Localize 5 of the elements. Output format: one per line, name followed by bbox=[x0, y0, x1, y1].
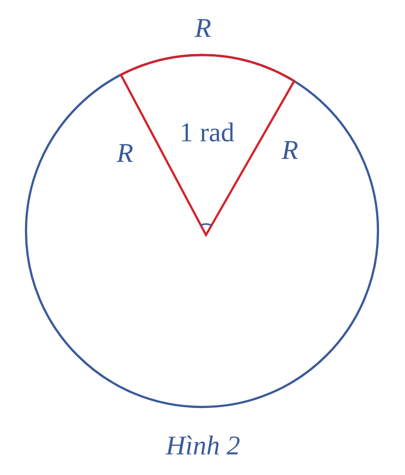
radius-label: R bbox=[194, 19, 211, 37]
radius-label: R bbox=[282, 141, 298, 159]
radius-label: R bbox=[116, 144, 133, 162]
angle-label: 1 rad bbox=[182, 122, 234, 142]
caption: Hình 2 bbox=[166, 436, 240, 454]
